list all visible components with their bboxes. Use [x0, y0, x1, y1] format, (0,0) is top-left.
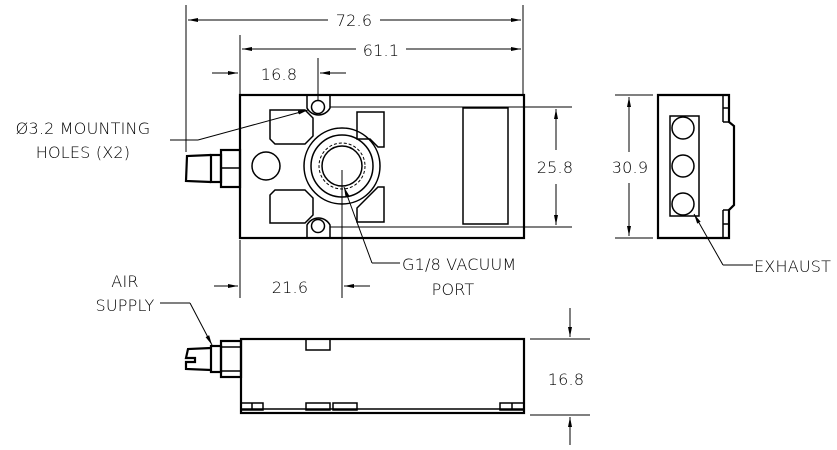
- dim-61-1-label: 61.1: [363, 41, 399, 60]
- side-view: [184, 337, 526, 415]
- exhaust-manifold: [669, 115, 700, 217]
- callout-exhaust: EXHAUST: [693, 213, 831, 276]
- right-window: [462, 107, 509, 225]
- dimension-body-height: 16.8: [530, 308, 590, 445]
- air-supply-label-line2: SUPPLY: [96, 296, 155, 315]
- dimension-port-offset: 21.6: [214, 240, 370, 298]
- mounting-holes-label-line2: HOLES (X2): [36, 143, 131, 162]
- dimension-body-width: 30.9: [612, 94, 653, 239]
- mounting-holes-label-line1: Ø3.2 MOUNTING: [16, 119, 151, 138]
- top-view: [184, 93, 526, 298]
- dimension-hole-spacing: 25.8: [330, 106, 573, 228]
- dimension-hole-offset: 16.8: [212, 58, 346, 100]
- exhaust-hole-3: [671, 192, 695, 216]
- mounting-hole-bottom: [306, 217, 331, 237]
- callout-air-supply: AIR SUPPLY: [96, 272, 213, 346]
- dim-30-9-label: 30.9: [612, 158, 648, 177]
- exhaust-hole-2: [671, 154, 695, 178]
- pocket-upper-left: [269, 109, 314, 145]
- end-view: [656, 93, 736, 240]
- air-fitting-side: [184, 339, 243, 379]
- dim-25-8-label: 25.8: [537, 158, 573, 177]
- dim-16-8-side-label: 16.8: [548, 370, 584, 389]
- mounting-hole-top: [306, 96, 331, 116]
- air-supply-label-line1: AIR: [111, 272, 138, 291]
- end-view-outline: [656, 93, 736, 240]
- exhaust-label: EXHAUST: [754, 257, 831, 276]
- air-fitting-top: [184, 148, 242, 189]
- callout-vacuum-port: G1/8 VACUUM PORT: [343, 186, 516, 299]
- dim-72-6-label: 72.6: [336, 11, 372, 30]
- dim-21-6-label: 21.6: [272, 278, 308, 297]
- dimension-overall-length: 72.6: [185, 5, 524, 152]
- side-port-circle: [251, 151, 281, 181]
- pocket-lower-left: [269, 189, 314, 224]
- dimension-body-length: 61.1: [239, 35, 521, 94]
- side-view-outline: [239, 337, 526, 415]
- exhaust-hole-1: [671, 116, 695, 140]
- callout-mounting-holes: Ø3.2 MOUNTING HOLES (X2): [16, 109, 309, 162]
- vacuum-port-label-line2: PORT: [432, 280, 475, 299]
- vacuum-port-label-line1: G1/8 VACUUM: [402, 255, 516, 274]
- pocket-lower-right: [356, 186, 385, 223]
- dim-16-8-top-label: 16.8: [261, 65, 297, 84]
